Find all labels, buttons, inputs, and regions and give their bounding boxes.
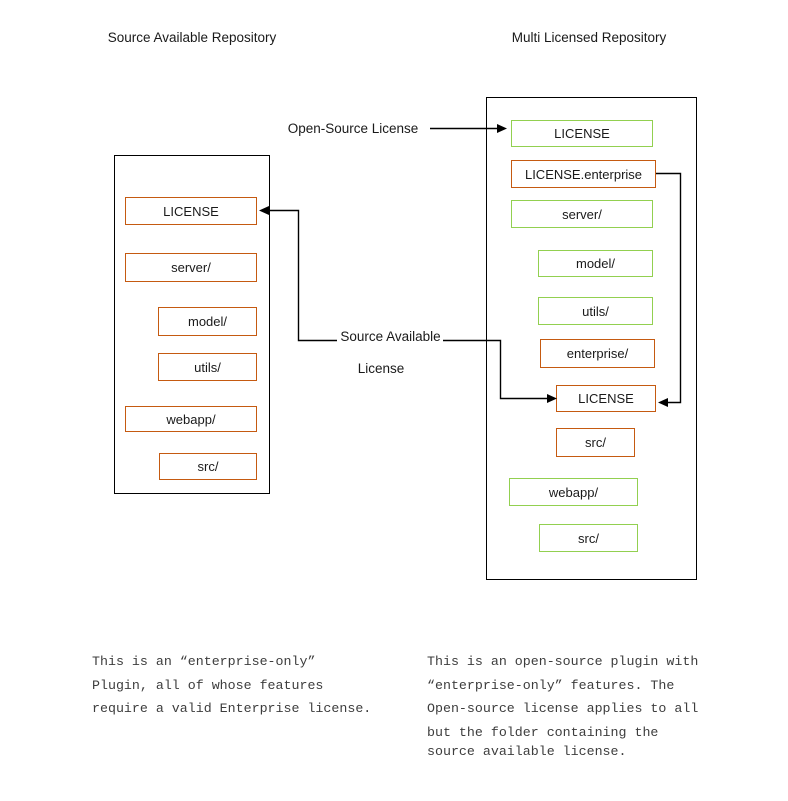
source-available-left-arrow-line bbox=[269, 209, 337, 342]
left-file-src: src/ bbox=[159, 453, 257, 480]
right-caption: This is an open-source plugin with “ente… bbox=[427, 650, 698, 759]
source-available-label-line1: Source Available bbox=[340, 328, 441, 344]
left-file-license: LICENSE bbox=[125, 197, 257, 225]
left-file-utils: utils/ bbox=[158, 353, 257, 381]
right-caption-line: source available license. bbox=[427, 744, 627, 759]
right-file-enterprise-dir: enterprise/ bbox=[540, 339, 655, 368]
right-caption-line: “enterprise-only” features. The bbox=[427, 677, 675, 693]
left-file-model: model/ bbox=[158, 307, 257, 336]
right-file-license-enterprise: LICENSE.enterprise bbox=[511, 160, 656, 188]
left-caption-line: require a valid Enterprise license. bbox=[92, 701, 372, 716]
right-repo-title: Multi Licensed Repository bbox=[511, 29, 667, 45]
left-caption-line: Plugin, all of whose features bbox=[92, 677, 324, 693]
right-file-inner-src: src/ bbox=[556, 428, 635, 457]
left-caption: This is an “enterprise-only” Plugin, all… bbox=[92, 650, 371, 721]
right-caption-line: Open-source license applies to all bbox=[427, 701, 699, 716]
left-file-server: server/ bbox=[125, 253, 257, 282]
right-caption-line: but the folder containing the bbox=[427, 724, 659, 740]
right-file-inner-license: LICENSE bbox=[556, 385, 656, 412]
right-file-model: model/ bbox=[538, 250, 653, 277]
left-file-webapp: webapp/ bbox=[125, 406, 257, 432]
right-caption-line: This is an open-source plugin with bbox=[427, 654, 699, 669]
right-file-server: server/ bbox=[511, 200, 653, 228]
right-file-utils: utils/ bbox=[538, 297, 653, 325]
left-caption-line: This is an “enterprise-only” bbox=[92, 654, 316, 669]
right-file-license-open: LICENSE bbox=[511, 120, 653, 147]
left-repo-title: Source Available Repository bbox=[107, 29, 277, 45]
right-file-webapp-src: src/ bbox=[539, 524, 638, 552]
right-file-webapp: webapp/ bbox=[509, 478, 638, 506]
source-available-label-line2: License bbox=[357, 360, 405, 376]
open-source-license-label: Open-Source License bbox=[287, 120, 419, 136]
